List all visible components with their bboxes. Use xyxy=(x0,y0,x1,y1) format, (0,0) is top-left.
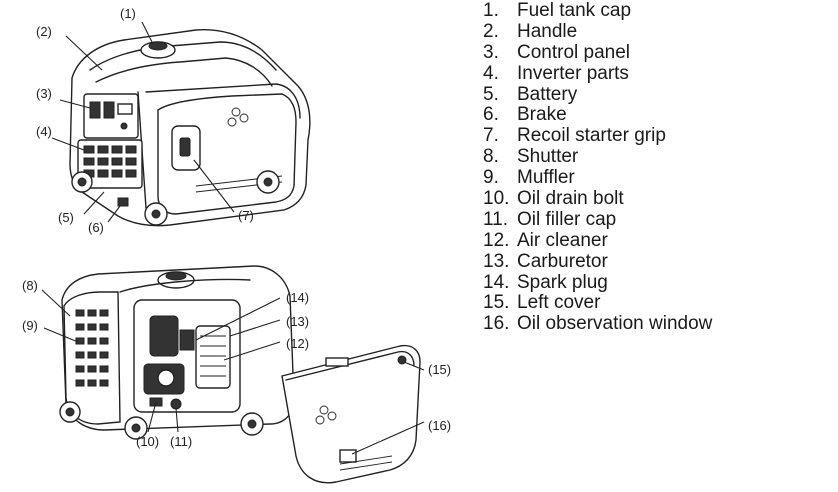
legend-item: 16. Oil observation window xyxy=(483,313,838,335)
legend-label: Fuel tank cap xyxy=(517,0,632,21)
legend-label: Oil observation window xyxy=(517,313,713,335)
legend-item: 2. Handle xyxy=(483,20,838,43)
callout-9: (9) xyxy=(22,318,38,333)
legend-item: 12. Air cleaner xyxy=(483,229,838,252)
legend-number: 15. xyxy=(483,292,510,314)
callout-labels: (1) (2) (3) (4) (5) (6) (7) (8) (9) (10) (11) (12) (… xyxy=(22,6,451,449)
wheel xyxy=(59,401,81,423)
legend-item: 1. Fuel tank cap xyxy=(483,0,838,22)
wheel xyxy=(124,416,148,440)
legend-item: 4. Inverter parts xyxy=(483,62,838,85)
legend-label: Carburetor xyxy=(517,250,608,272)
legend-label: Brake xyxy=(517,104,567,126)
callout-5: (5) xyxy=(58,210,74,225)
legend-number: 11. xyxy=(483,208,509,230)
legend-item: 9. Muffler xyxy=(483,167,838,189)
legend-label: Muffler xyxy=(517,167,575,189)
logo-icon xyxy=(227,107,249,127)
callout-1: (1) xyxy=(120,6,136,21)
generator-front-view xyxy=(51,21,311,227)
side-grille xyxy=(75,309,109,387)
callout-16: (16) xyxy=(428,418,451,433)
callout-8: (8) xyxy=(22,278,38,293)
legend-item: 15. Left cover xyxy=(483,293,838,314)
legend-number: 4. xyxy=(483,62,499,84)
legend-number: 13. xyxy=(483,250,510,272)
callout-6: (6) xyxy=(88,220,104,235)
legend-number: 14. xyxy=(483,271,510,293)
wheel xyxy=(256,170,280,194)
legend-number: 7. xyxy=(483,125,499,147)
legend-number: 9. xyxy=(483,167,499,189)
legend-number: 16. xyxy=(483,313,510,335)
legend-label: Battery xyxy=(517,83,578,105)
legend-item: 10. Oil drain bolt xyxy=(483,188,838,210)
callout-7: (7) xyxy=(238,208,254,223)
wheel xyxy=(144,202,168,226)
callout-15: (15) xyxy=(428,362,451,377)
legend-label: Recoil starter grip xyxy=(517,125,666,147)
legend-number: 8. xyxy=(483,146,499,168)
callout-14: (14) xyxy=(286,290,309,305)
legend-label: Oil drain bolt xyxy=(517,188,624,210)
legend-number: 12. xyxy=(483,229,510,251)
legend-label: Spark plug xyxy=(517,271,608,293)
legend-item: 14. Spark plug xyxy=(483,271,838,294)
legend-number: 5. xyxy=(483,83,499,105)
callout-2: (2) xyxy=(36,24,52,39)
wheel xyxy=(240,412,264,436)
logo-icon xyxy=(315,405,337,425)
inverter-grille xyxy=(77,139,143,189)
legend-number: 10. xyxy=(483,188,510,210)
legend-number: 3. xyxy=(483,41,499,63)
legend-label: Oil filler cap xyxy=(517,208,617,230)
left-cover xyxy=(281,344,425,484)
legend-item: 6. Brake xyxy=(483,105,838,126)
legend-label: Air cleaner xyxy=(517,229,608,251)
legend-item: 5. Battery xyxy=(483,83,838,106)
callout-4: (4) xyxy=(36,124,52,139)
legend-item: 3. Control panel xyxy=(483,41,838,64)
legend-item: 11. Oil filler cap xyxy=(483,208,838,231)
legend-number: 1. xyxy=(483,0,499,21)
callout-12: (12) xyxy=(286,336,309,351)
legend-item: 7. Recoil starter grip xyxy=(483,125,838,147)
wheel xyxy=(71,171,93,193)
legend-label: Handle xyxy=(517,20,578,42)
legend-number: 6. xyxy=(483,104,499,126)
legend-item: 8. Shutter xyxy=(483,146,838,168)
legend-label: Inverter parts xyxy=(517,62,629,84)
callout-11: (11) xyxy=(170,434,192,449)
generator-side-view xyxy=(41,265,295,440)
callout-10: (10) xyxy=(136,434,159,449)
legend-label: Shutter xyxy=(517,146,579,168)
callout-3: (3) xyxy=(36,86,52,101)
legend-label: Control panel xyxy=(517,41,631,63)
legend-label: Left cover xyxy=(517,292,601,314)
callout-13: (13) xyxy=(286,314,309,329)
legend-number: 2. xyxy=(483,20,499,42)
legend-item: 13. Carburetor xyxy=(483,250,838,273)
